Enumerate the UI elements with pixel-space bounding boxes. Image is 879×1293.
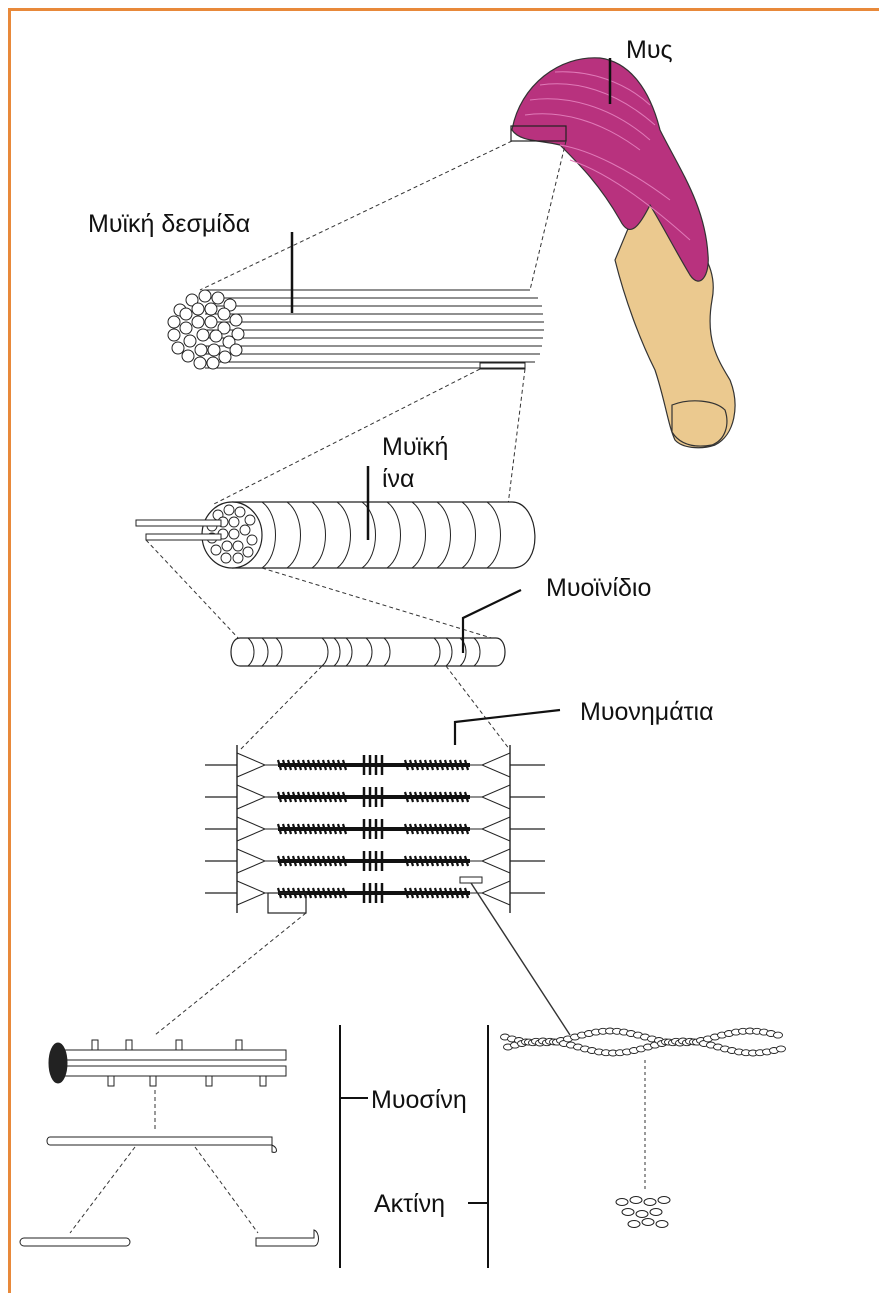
myosin-molecule (20, 1137, 319, 1246)
actin-monomer (777, 1046, 786, 1052)
label-muscle: Μυς (626, 36, 673, 64)
label-fiber-line2: ίνα (382, 465, 415, 493)
myofilament-row (205, 849, 545, 873)
zoom-lines-arm (200, 141, 566, 290)
label-fascicle: Μυϊκή δεσμίδα (88, 210, 250, 238)
fascicle-bundle (168, 232, 544, 369)
actin-sample-box (460, 877, 482, 883)
arm-illustration (511, 58, 735, 448)
myofilaments-pointer (455, 710, 560, 745)
myofilament-row (205, 785, 545, 809)
label-myofilaments: Μυονημάτια (580, 698, 714, 726)
label-fiber-line1: Μυϊκή (382, 433, 448, 461)
myofibril (231, 590, 521, 666)
fist (672, 401, 727, 446)
label-myosin: Μυοσίνη (371, 1086, 467, 1114)
thick-filament (49, 1040, 286, 1130)
myofilament-row (205, 817, 545, 841)
actin-filament (501, 1028, 786, 1056)
myofilament-row (205, 881, 545, 905)
actin-monomer-cluster (616, 1197, 670, 1228)
label-actin: Ακτίνη (374, 1190, 445, 1218)
myofilament-row (205, 753, 545, 777)
muscle-fiber (136, 466, 535, 568)
actin-monomer (774, 1032, 783, 1038)
label-myofibril: Μυοϊνίδιο (546, 574, 651, 602)
sarcomere (205, 745, 545, 913)
bracket-lines (340, 1025, 488, 1268)
zoom-lines-myofibril (240, 666, 510, 750)
